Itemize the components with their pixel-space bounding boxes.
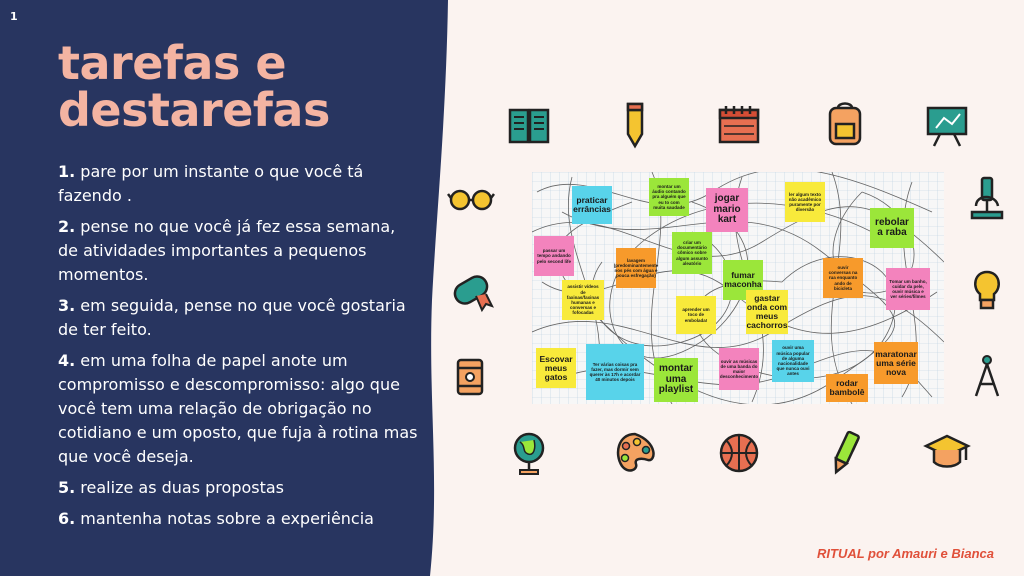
step-number: 6. bbox=[58, 509, 76, 528]
step-item: 6. mantenha notas sobre a experiência bbox=[58, 507, 418, 531]
sticky-note: jogar mario kart bbox=[706, 188, 748, 232]
title-line-1: tarefas e bbox=[58, 36, 287, 90]
step-number: 5. bbox=[58, 478, 76, 497]
sticky-note: Tomar um banho, cuidar da pele, ouvir mú… bbox=[886, 268, 930, 310]
sticky-note: praticar errâncias bbox=[572, 186, 612, 224]
pen-icon bbox=[834, 430, 860, 475]
sticky-note: Ter várias coisas pra fazer, mas dormir … bbox=[586, 344, 644, 400]
sharpener-icon bbox=[456, 358, 484, 396]
calendar-icon bbox=[718, 106, 760, 144]
step-item: 1. pare por um instante o que você tá fa… bbox=[58, 160, 418, 208]
backpack-icon bbox=[828, 102, 862, 146]
step-item: 4. em uma folha de papel anote um compro… bbox=[58, 349, 418, 469]
sticky-note: lavagem (predominantemente nos pés com á… bbox=[614, 248, 658, 288]
pencil-icon bbox=[626, 102, 644, 149]
book-icon bbox=[508, 108, 550, 144]
sticky-note: maratonar uma série nova bbox=[874, 342, 918, 384]
glasses-icon bbox=[447, 189, 495, 211]
diploma-icon bbox=[453, 275, 494, 313]
step-item: 3. em seguida, pense no que você gostari… bbox=[58, 294, 418, 342]
sticky-note: passar um tempo andando pelo second life bbox=[534, 236, 574, 276]
step-number: 1. bbox=[58, 162, 76, 181]
step-text: em uma folha de papel anote um compromis… bbox=[58, 351, 418, 466]
globe-icon bbox=[513, 432, 545, 475]
sticky-note: aprender um toco de embolada! bbox=[676, 296, 716, 334]
step-text: em seguida, pense no que você gostaria d… bbox=[58, 296, 406, 339]
microscope-icon bbox=[970, 176, 1004, 220]
page-number: 1 bbox=[10, 10, 18, 23]
title-line-2: destarefas bbox=[58, 83, 330, 137]
sticky-note: assistir vídeos de faxinas/faxinas human… bbox=[562, 280, 604, 320]
sticky-note: gastar onda com meus cachorros bbox=[746, 290, 788, 334]
sticky-note: montar uma playlist bbox=[654, 358, 698, 402]
step-number: 3. bbox=[58, 296, 76, 315]
instructions-panel: 1 tarefas e destarefas 1. pare por um in… bbox=[0, 0, 450, 576]
page-title: tarefas e destarefas bbox=[58, 40, 418, 134]
compass-icon bbox=[974, 355, 1000, 397]
step-text: pense no que você já fez essa semana, de… bbox=[58, 217, 396, 284]
palette-icon bbox=[616, 432, 655, 472]
lightbulb-icon bbox=[974, 270, 1000, 310]
sticky-note: montar um áudio contando pra alguém que … bbox=[649, 178, 689, 216]
sticky-note: ouvir conversas na rua enquanto ando de … bbox=[823, 258, 863, 298]
step-text: mantenha notas sobre a experiência bbox=[75, 509, 374, 528]
sticky-note: fumar maconha bbox=[723, 260, 763, 300]
step-number: 4. bbox=[58, 351, 76, 370]
sticky-note-board: praticar errâncias montar um áudio conta… bbox=[532, 172, 944, 404]
step-text: pare por um instante o que você tá fazen… bbox=[58, 162, 364, 205]
basketball-icon bbox=[719, 433, 759, 473]
sticky-note: ler algum texto não acadêmico puramente … bbox=[785, 182, 825, 222]
sticky-note: rodar bambolê bbox=[826, 374, 868, 402]
step-text: realize as duas propostas bbox=[75, 478, 285, 497]
credit-text: RITUAL por Amauri e Bianca bbox=[817, 546, 994, 561]
chalkboard-icon bbox=[926, 106, 968, 147]
steps-list: 1. pare por um instante o que você tá fa… bbox=[58, 160, 418, 538]
sticky-note: Escovar meus gatos bbox=[536, 348, 576, 388]
sticky-note: ouvir uma música popular de alguma nacio… bbox=[772, 340, 814, 382]
sticky-note: rebolar a raba bbox=[870, 208, 914, 248]
step-item: 5. realize as duas propostas bbox=[58, 476, 418, 500]
panel-background bbox=[0, 0, 448, 576]
graduation-cap-icon bbox=[923, 434, 971, 468]
sticky-note: criar um documentário cômico sobre algum… bbox=[672, 232, 712, 274]
step-number: 2. bbox=[58, 217, 76, 236]
step-item: 2. pense no que você já fez essa semana,… bbox=[58, 215, 418, 287]
sticky-note: ouvir as músicas de uma banda do maior d… bbox=[719, 348, 759, 390]
